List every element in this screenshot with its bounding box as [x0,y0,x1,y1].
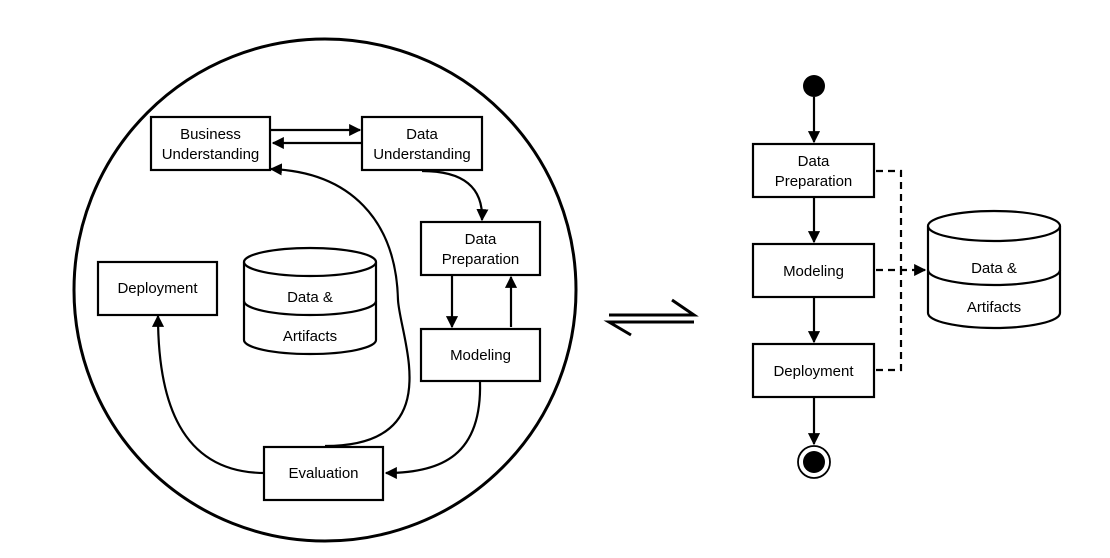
pipeline-diagram: Data Preparation Modeling Deployment Dat… [751,75,1062,479]
pipeline-store-label-line2: Artifacts [967,299,1021,316]
deployment-node: Deployment [96,260,219,317]
pipeline-modeling-node: Modeling [751,242,876,299]
cycle-diagram: Business Understanding Data Understandin… [72,37,578,543]
data-preparation-label-line2: Preparation [442,251,520,268]
arrow-modeling-to-evaluation [384,381,482,480]
data-understanding-node: Data Understanding [360,115,484,172]
end-node-icon [797,445,831,479]
data-understanding-label-line2: Understanding [373,146,471,163]
modeling-label: Modeling [450,347,511,364]
data-preparation-node: Data Preparation [419,220,542,277]
equilibrium-arrows-icon [603,298,699,337]
data-understanding-label-line1: Data [406,126,438,143]
dashed-link-deployment [876,270,903,372]
business-understanding-node: Business Understanding [149,115,272,172]
data-artifacts-store-icon: Data & Artifacts [242,246,378,356]
store-label-line1: Data & [287,289,333,306]
start-node-icon [803,75,825,97]
evaluation-node: Evaluation [262,445,385,502]
pipeline-deployment-node: Deployment [751,342,876,399]
pipeline-data-preparation-label-line1: Data [798,153,830,170]
cycle-boundary-circle [72,37,578,543]
pipeline-data-preparation-label-line2: Preparation [775,173,853,190]
arrow-evaluation-to-business [269,163,411,448]
modeling-node: Modeling [419,327,542,383]
dashed-link-preparation [876,169,903,270]
pipeline-modeling-label: Modeling [783,263,844,280]
arrow-data-understanding-to-preparation [421,169,489,222]
business-understanding-label-line1: Business [180,126,241,143]
deployment-label: Deployment [117,280,198,297]
pipeline-store-label-line1: Data & [971,260,1017,277]
evaluation-label: Evaluation [288,465,358,482]
pipeline-data-artifacts-store-icon: Data & Artifacts [926,209,1062,330]
pipeline-data-preparation-node: Data Preparation [751,142,876,199]
store-label-line2: Artifacts [283,328,337,345]
data-preparation-label-line1: Data [465,231,497,248]
pipeline-deployment-label: Deployment [773,363,854,380]
business-understanding-label-line2: Understanding [162,146,260,163]
arrow-evaluation-to-deployment [151,314,266,475]
